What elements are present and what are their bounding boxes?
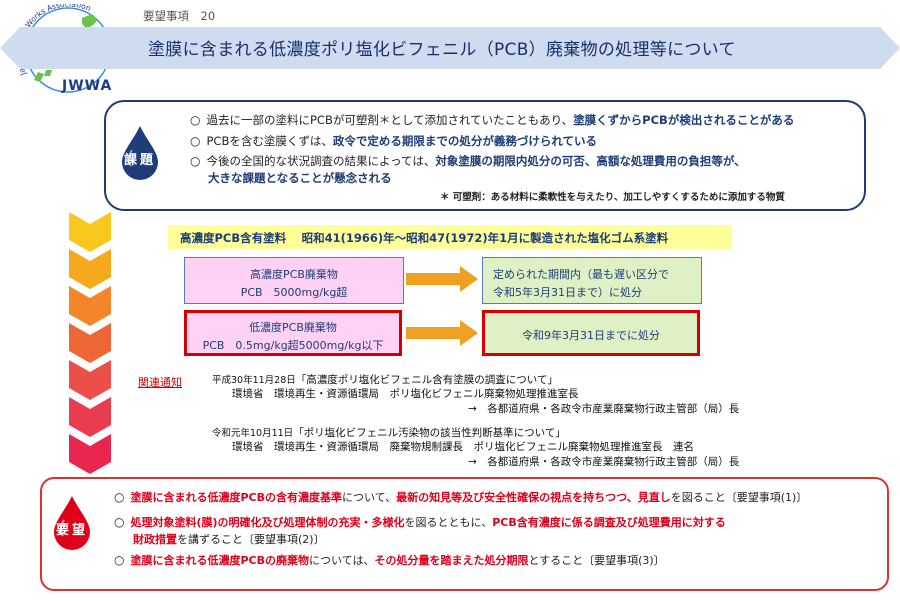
issue-badge: 課題 bbox=[123, 153, 156, 168]
issue-panel bbox=[104, 100, 866, 211]
paint-band bbox=[168, 225, 732, 249]
notice-2-date: 令和元年10月11日 bbox=[212, 428, 294, 439]
chevron-arrow-7 bbox=[69, 434, 111, 474]
low-pcb-label: 低濃度PCB廃棄物 bbox=[249, 321, 337, 334]
high-pcb-label: 高濃度PCB廃棄物 bbox=[250, 268, 338, 281]
chevron-arrow-1 bbox=[69, 212, 111, 252]
issue-emphasis: 対象塗膜の期限内処分の可否、高額な処理費用の負担等が、 bbox=[435, 154, 746, 168]
arrow-right-icon bbox=[406, 320, 478, 346]
issue-text: 過去に一部の塗料にPCBが可塑剤＊として添加されていたこともあり、 bbox=[206, 113, 574, 127]
demand-line-2b: 財政措置を講ずること〔要望事項(2)〕 bbox=[133, 531, 325, 547]
issue-emphasis: 政令で定める期限までの処分が義務づけられている bbox=[332, 134, 597, 148]
request-number: 要望事項 20 bbox=[143, 9, 216, 23]
title-band bbox=[0, 27, 900, 69]
notice-2-heading: 令和元年10月11日「ポリ塩化ビフェニル汚染物の該当性判断基準について」 bbox=[212, 425, 566, 440]
demand-emphasis: PCB含有濃度に係る調査及び処理費用に対する bbox=[492, 516, 726, 529]
demand-badge: 要望 bbox=[55, 523, 88, 538]
issue-emphasis: 塗膜くずからPCBが検出されることがある bbox=[573, 113, 795, 127]
low-pcb-deadline: 令和9年3月31日までに処分 bbox=[522, 329, 660, 342]
low-pcb-deadline-box: 令和9年3月31日までに処分 bbox=[482, 310, 700, 356]
chevron-arrow-4 bbox=[69, 323, 111, 363]
high-pcb-deadline-box: 定められた期間内（最も遅い区分で 令和5年3月31日まで）に処分 bbox=[482, 257, 702, 304]
issue-text: 今後の全国的な状況調査の結果によっては、 bbox=[206, 154, 436, 168]
demand-text: とすること〔要望事項(3)〕 bbox=[528, 554, 665, 567]
arrow-right-icon bbox=[406, 266, 478, 292]
notice-1-date: 平成30年11月28日 bbox=[212, 375, 296, 386]
water-drop-icon bbox=[54, 496, 90, 550]
demand-line-3: ○ 塗膜に含まれる低濃度PCBの廃棄物については、その処分量を踏まえた処分期限とす… bbox=[114, 552, 665, 568]
demand-text: を図るとともに、 bbox=[404, 516, 493, 529]
demand-emphasis: 塗膜に含まれる低濃度PCBの含有濃度基準 bbox=[130, 491, 343, 504]
demand-line-1: ○ 塗膜に含まれる低濃度PCBの含有濃度基準について、最新の知見等及び安全性確保の… bbox=[114, 489, 807, 505]
notice-1-to: → 各都道府県・各政令市産業廃棄物行政主管部（局）長 bbox=[468, 403, 740, 415]
bullet: ○ bbox=[114, 553, 125, 567]
demand-emphasis: 財政措置 bbox=[133, 533, 177, 546]
bullet: ○ bbox=[190, 154, 201, 168]
notice-2-to: → 各都道府県・各政令市産業廃棄物行政主管部（局）長 bbox=[468, 456, 740, 468]
chevron-arrow-5 bbox=[69, 360, 111, 400]
high-pcb-deadline-line-1: 定められた期間内（最も遅い区分で bbox=[493, 268, 669, 281]
high-pcb-box: 高濃度PCB廃棄物 PCB 5000mg/kg超 bbox=[184, 257, 404, 304]
issue-text: PCBを含む塗膜くずは、 bbox=[206, 134, 333, 148]
bullet: ○ bbox=[190, 113, 201, 127]
notice-2-title: 「ポリ塩化ビフェニル汚染物の該当性判断基準について」 bbox=[293, 427, 566, 439]
demand-emphasis: 最新の知見等及び安全性確保の視点を持ちつつ、見直し bbox=[396, 491, 671, 504]
high-pcb-deadline-line-2: 令和5年3月31日まで）に処分 bbox=[493, 286, 642, 299]
demand-text: について、 bbox=[342, 491, 397, 504]
notice-1-title: 「高濃度ポリ塩化ビフェニル含有塗膜の調査について」 bbox=[295, 374, 558, 386]
demand-panel bbox=[40, 477, 889, 591]
demand-text: を図ること〔要望事項(1)〕 bbox=[670, 491, 808, 504]
logo-text: JWWA bbox=[62, 78, 113, 94]
issue-line-4: 大きな課題となることが懸念される bbox=[208, 171, 392, 185]
issue-line-3: ○ 今後の全国的な状況調査の結果によっては、対象塗膜の期限内処分の可否、高額な処理… bbox=[190, 153, 746, 169]
notice-2-from: 環境省 環境再生・資源循環局 廃棄物規制課長 ポリ塩化ビフェニル廃棄物処理推進室… bbox=[232, 441, 694, 453]
footnote: ＊ 可塑剤：ある材料に柔軟性を与えたり、加工しやすくするために添加する物質 bbox=[440, 192, 785, 203]
demand-text: については、 bbox=[309, 554, 375, 567]
demand-text: を講ずること〔要望事項(2)〕 bbox=[177, 533, 325, 546]
demand-emphasis: 処理対象塗料(膜)の明確化及び処理体制の充実・多様化 bbox=[130, 516, 405, 529]
demand-emphasis: 塗膜に含まれる低濃度PCBの廃棄物 bbox=[130, 554, 310, 567]
low-pcb-value: PCB 0.5mg/kg超5000mg/kg以下 bbox=[202, 339, 384, 352]
issue-line-1: ○ 過去に一部の塗料にPCBが可塑剤＊として添加されていたこともあり、塗膜くずから… bbox=[190, 112, 794, 128]
issue-line-2: ○ PCBを含む塗膜くずは、政令で定める期限までの処分が義務づけられている bbox=[190, 133, 597, 149]
page-title: 塗膜に含まれる低濃度ポリ塩化ビフェニル（PCB）廃棄物の処理等について bbox=[148, 40, 736, 60]
low-pcb-box: 低濃度PCB廃棄物 PCB 0.5mg/kg超5000mg/kg以下 bbox=[184, 310, 402, 356]
notice-1-heading: 平成30年11月28日「高濃度ポリ塩化ビフェニル含有塗膜の調査について」 bbox=[212, 372, 558, 387]
water-drop-icon bbox=[122, 126, 158, 180]
demand-line-2: ○ 処理対象塗料(膜)の明確化及び処理体制の充実・多様化を図るとともに、PCB含有… bbox=[114, 514, 726, 530]
chevron-arrow-2 bbox=[69, 249, 111, 289]
bullet: ○ bbox=[114, 515, 125, 529]
chevron-arrow-6 bbox=[69, 397, 111, 437]
chevron-arrow-3 bbox=[69, 286, 111, 326]
bullet: ○ bbox=[114, 490, 125, 504]
demand-emphasis: その処分量を踏まえた処分期限 bbox=[374, 554, 529, 567]
high-pcb-value: PCB 5000mg/kg超 bbox=[240, 286, 348, 299]
paint-title: 高濃度PCB含有塗料 昭和41(1966)年～昭和47(1972)年1月に製造さ… bbox=[180, 231, 669, 245]
notice-1-from: 環境省 環境再生・資源循環局 ポリ塩化ビフェニル廃棄物処理推進室長 bbox=[232, 388, 579, 400]
bullet: ○ bbox=[190, 134, 201, 148]
related-notices-label: 関連通知 bbox=[138, 376, 182, 389]
